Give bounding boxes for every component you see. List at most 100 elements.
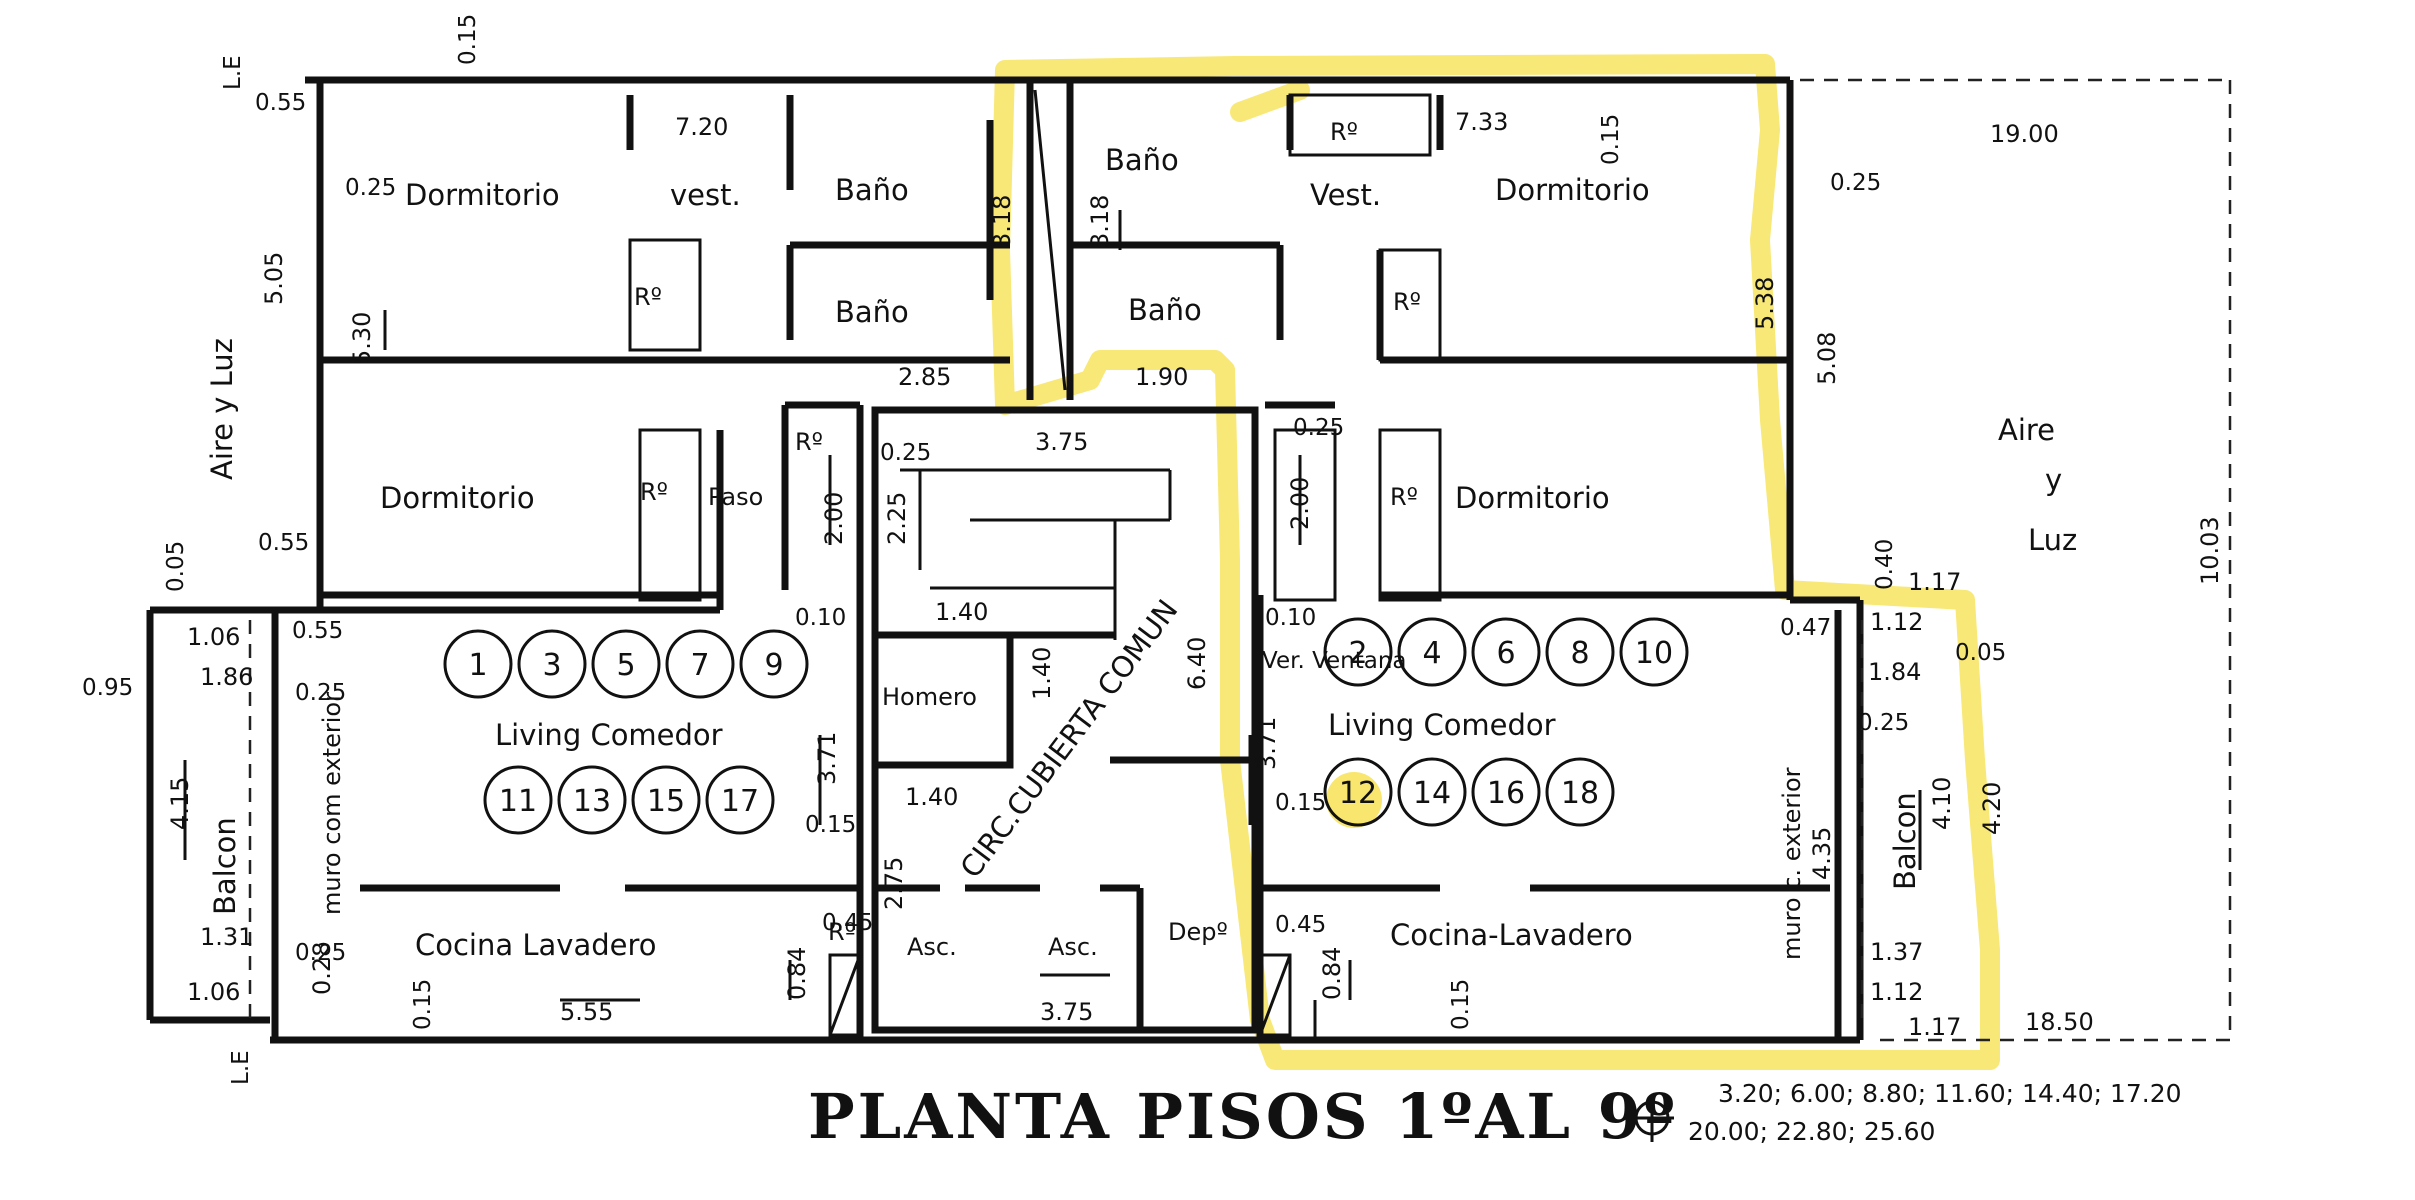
unit-circle: [1545, 757, 1615, 827]
dim-015-b: 0.15: [1598, 114, 1624, 165]
label-balcon-l: Balcon: [208, 817, 242, 915]
dim-117a: 1.17: [1908, 568, 1961, 596]
unit-number-label: 11: [499, 784, 537, 819]
dim-131: 1.31: [200, 923, 253, 951]
label-re-3: Rº: [795, 428, 823, 456]
unit-circle: [1323, 617, 1393, 687]
central-core: [871, 406, 1259, 1034]
unit-circle: [631, 765, 701, 835]
unit-circle: [665, 629, 735, 699]
dim-1850: 18.50: [2025, 1008, 2094, 1036]
dim-015-c: 0.15: [805, 812, 856, 838]
levels-line-1: 3.20; 6.00; 8.80; 11.60; 14.40; 17.20: [1718, 1079, 2182, 1108]
dim-095: 0.95: [82, 675, 133, 701]
dim-555: 5.55: [560, 998, 613, 1026]
dim-025-c: 0.25: [1293, 415, 1344, 441]
unit-number-label: 6: [1496, 636, 1515, 671]
dim-le-top: L.E: [220, 55, 246, 90]
dim-015-a: 0.15: [455, 14, 481, 65]
label-living-r: Living Comedor: [1328, 708, 1556, 742]
unit-circle: [1397, 617, 1467, 687]
outer-walls: [146, 76, 1864, 1044]
label-re-1: Rº: [634, 283, 662, 311]
label-dormitorio-mr: Dormitorio: [1455, 481, 1610, 515]
label-ventana: Ver. Ventana: [1262, 648, 1407, 674]
dim-084b: 0.84: [1318, 947, 1346, 1000]
label-homero: Homero: [882, 683, 977, 711]
dim-le-bottom: L.E: [228, 1050, 254, 1085]
unit-number-label: 12: [1339, 776, 1377, 811]
dim-010-a: 0.10: [795, 605, 846, 631]
unit-number-label: 10: [1635, 636, 1673, 671]
dim-015-e: 0.15: [410, 979, 436, 1030]
plan-title: PLANTA PISOS 1ºAL 9º: [808, 1080, 1678, 1153]
label-muro-l: muro com exterior: [318, 692, 346, 915]
dim-140b: 1.40: [905, 783, 958, 811]
label-cocina-r: Cocina-Lavadero: [1390, 918, 1633, 952]
unit-circle: [483, 765, 553, 835]
dim-015-f: 0.15: [1448, 979, 1474, 1030]
dim-137: 1.37: [1870, 938, 1923, 966]
unit-number-label: 2: [1348, 636, 1367, 671]
dim-410: 4.10: [1928, 777, 1956, 830]
level-symbol-icon: [1630, 1095, 1674, 1142]
dim-505: 5.05: [260, 252, 288, 305]
interior-walls-right: [1070, 78, 2232, 1042]
dim-375a: 3.75: [1035, 428, 1088, 456]
label-dormitorio-tl: Dormitorio: [405, 178, 560, 212]
unit-number-label: 4: [1422, 636, 1441, 671]
dim-025-a: 0.25: [345, 175, 396, 201]
unit-circle: [1471, 757, 1541, 827]
dim-117b: 1.17: [1908, 1013, 1961, 1041]
label-cocina-l: Cocina Lavadero: [415, 928, 657, 962]
dim-025-d: 0.25: [880, 440, 931, 466]
dim-200a: 2.00: [820, 492, 848, 545]
dim-028: 0.28: [308, 942, 336, 995]
label-luz-right: Luz: [2028, 523, 2077, 557]
dim-1900: 19.00: [1990, 120, 2059, 148]
dim-318a: 3.18: [988, 195, 1016, 248]
dim-415: 4.15: [166, 777, 194, 830]
label-bano-mr: Baño: [1128, 293, 1202, 327]
dim-1003: 10.03: [2196, 516, 2224, 585]
dim-375b: 3.75: [1040, 998, 1093, 1026]
dim-112a: 1.12: [1870, 608, 1923, 636]
dim-015-d: 0.15: [1275, 790, 1326, 816]
unit-number-label: 16: [1487, 776, 1525, 811]
unit-number-label: 18: [1561, 776, 1599, 811]
unit-circle: [591, 629, 661, 699]
dim-055-c: 0.55: [292, 618, 343, 644]
dim-190: 1.90: [1135, 363, 1188, 391]
label-aire-right: Aire: [1998, 413, 2055, 447]
label-re-7: Rº: [828, 918, 856, 946]
dim-055-a: 0.55: [255, 90, 306, 116]
label-asc-2: Asc.: [1048, 933, 1098, 961]
label-dormitorio-ml: Dormitorio: [380, 481, 535, 515]
highlight-mark-unit-12: [1326, 772, 1382, 828]
dim-530: 5.30: [348, 312, 376, 365]
label-living-l: Living Comedor: [495, 718, 723, 752]
label-re-2: Rº: [640, 478, 668, 506]
unit-circle: [1471, 617, 1541, 687]
label-bano-tl: Baño: [835, 173, 909, 207]
dim-084a: 0.84: [783, 947, 811, 1000]
dim-106b: 1.06: [187, 978, 240, 1006]
dim-140a: 1.40: [935, 598, 988, 626]
unit-circle: [1619, 617, 1689, 687]
dimension-ticks: [183, 210, 1922, 1040]
interior-walls-left: [248, 95, 1010, 1040]
dim-435: 4.35: [1808, 827, 1836, 880]
unit-circle: [517, 629, 587, 699]
unit-number-label: 7: [690, 648, 709, 683]
unit-circle: [705, 765, 775, 835]
dim-186: 1.86: [200, 663, 253, 691]
dim-420: 4.20: [1978, 782, 2006, 835]
dim-010-b: 0.10: [1265, 605, 1316, 631]
dim-025-f: 0.25: [295, 940, 346, 966]
levels-line-2: 20.00; 22.80; 25.60: [1688, 1117, 1935, 1146]
label-dep: Depº: [1168, 918, 1228, 946]
dim-045-b: 0.45: [1275, 912, 1326, 938]
